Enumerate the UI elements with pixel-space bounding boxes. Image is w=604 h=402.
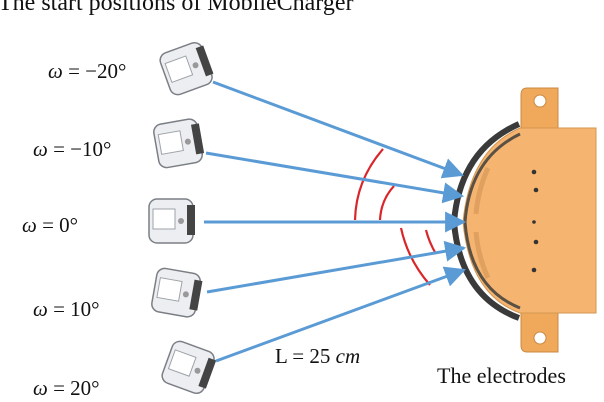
angle-value: = 0° xyxy=(42,213,79,237)
omega-symbol: ω xyxy=(33,137,48,161)
angle-arc-inner-upper xyxy=(378,185,395,221)
robot-icon-minus10 xyxy=(153,118,205,169)
dock-dot xyxy=(531,267,537,273)
angle-arc-outer-upper xyxy=(353,148,384,221)
angle-value: = −10° xyxy=(53,137,112,161)
electrode-strip-lower xyxy=(473,231,491,280)
robot-icon-20 xyxy=(161,340,217,395)
distance-label: L = 25 cm xyxy=(275,344,360,369)
robot-icon-0 xyxy=(148,198,195,244)
dock-dot xyxy=(533,239,539,245)
angle-value: = 10° xyxy=(53,297,100,321)
robot-icon-minus20 xyxy=(159,41,214,96)
arrow-minus10 xyxy=(205,151,465,204)
omega-symbol: ω xyxy=(22,213,37,237)
angle-arc-inner-lower xyxy=(424,229,437,255)
electrode-strip-upper xyxy=(473,166,491,215)
diagram-title: The start positions of MobileCharger xyxy=(0,0,354,16)
omega-symbol: ω xyxy=(33,297,48,321)
angle-label-20: ω = 20° xyxy=(33,376,100,401)
approach-arrows xyxy=(204,80,467,363)
angle-label-minus20: ω = −20° xyxy=(48,59,126,84)
arrow-minus20 xyxy=(212,80,464,179)
angle-label-0: ω = 0° xyxy=(22,213,78,238)
robot-icon-10 xyxy=(151,267,203,318)
dock-screw-hole-bottom xyxy=(533,331,547,345)
omega-symbol: ω xyxy=(33,376,48,400)
electrode-dock xyxy=(450,87,597,353)
angle-value: = 20° xyxy=(53,376,100,400)
angle-label-10: ω = 10° xyxy=(33,297,100,322)
dock-dot xyxy=(533,187,539,193)
arrow-10 xyxy=(206,240,467,294)
omega-symbol: ω xyxy=(48,59,63,83)
distance-unit: cm xyxy=(335,344,361,368)
arrow-20 xyxy=(215,266,466,363)
distance-prefix: L = 25 xyxy=(275,344,336,368)
dock-dot xyxy=(531,169,537,175)
electrodes-label: The electrodes xyxy=(437,363,566,388)
dock-screw-hole-top xyxy=(533,94,547,108)
angle-label-minus10: ω = −10° xyxy=(33,137,111,162)
dock-dot xyxy=(532,220,536,224)
dock-body xyxy=(462,127,597,314)
angle-value: = −20° xyxy=(68,59,127,83)
